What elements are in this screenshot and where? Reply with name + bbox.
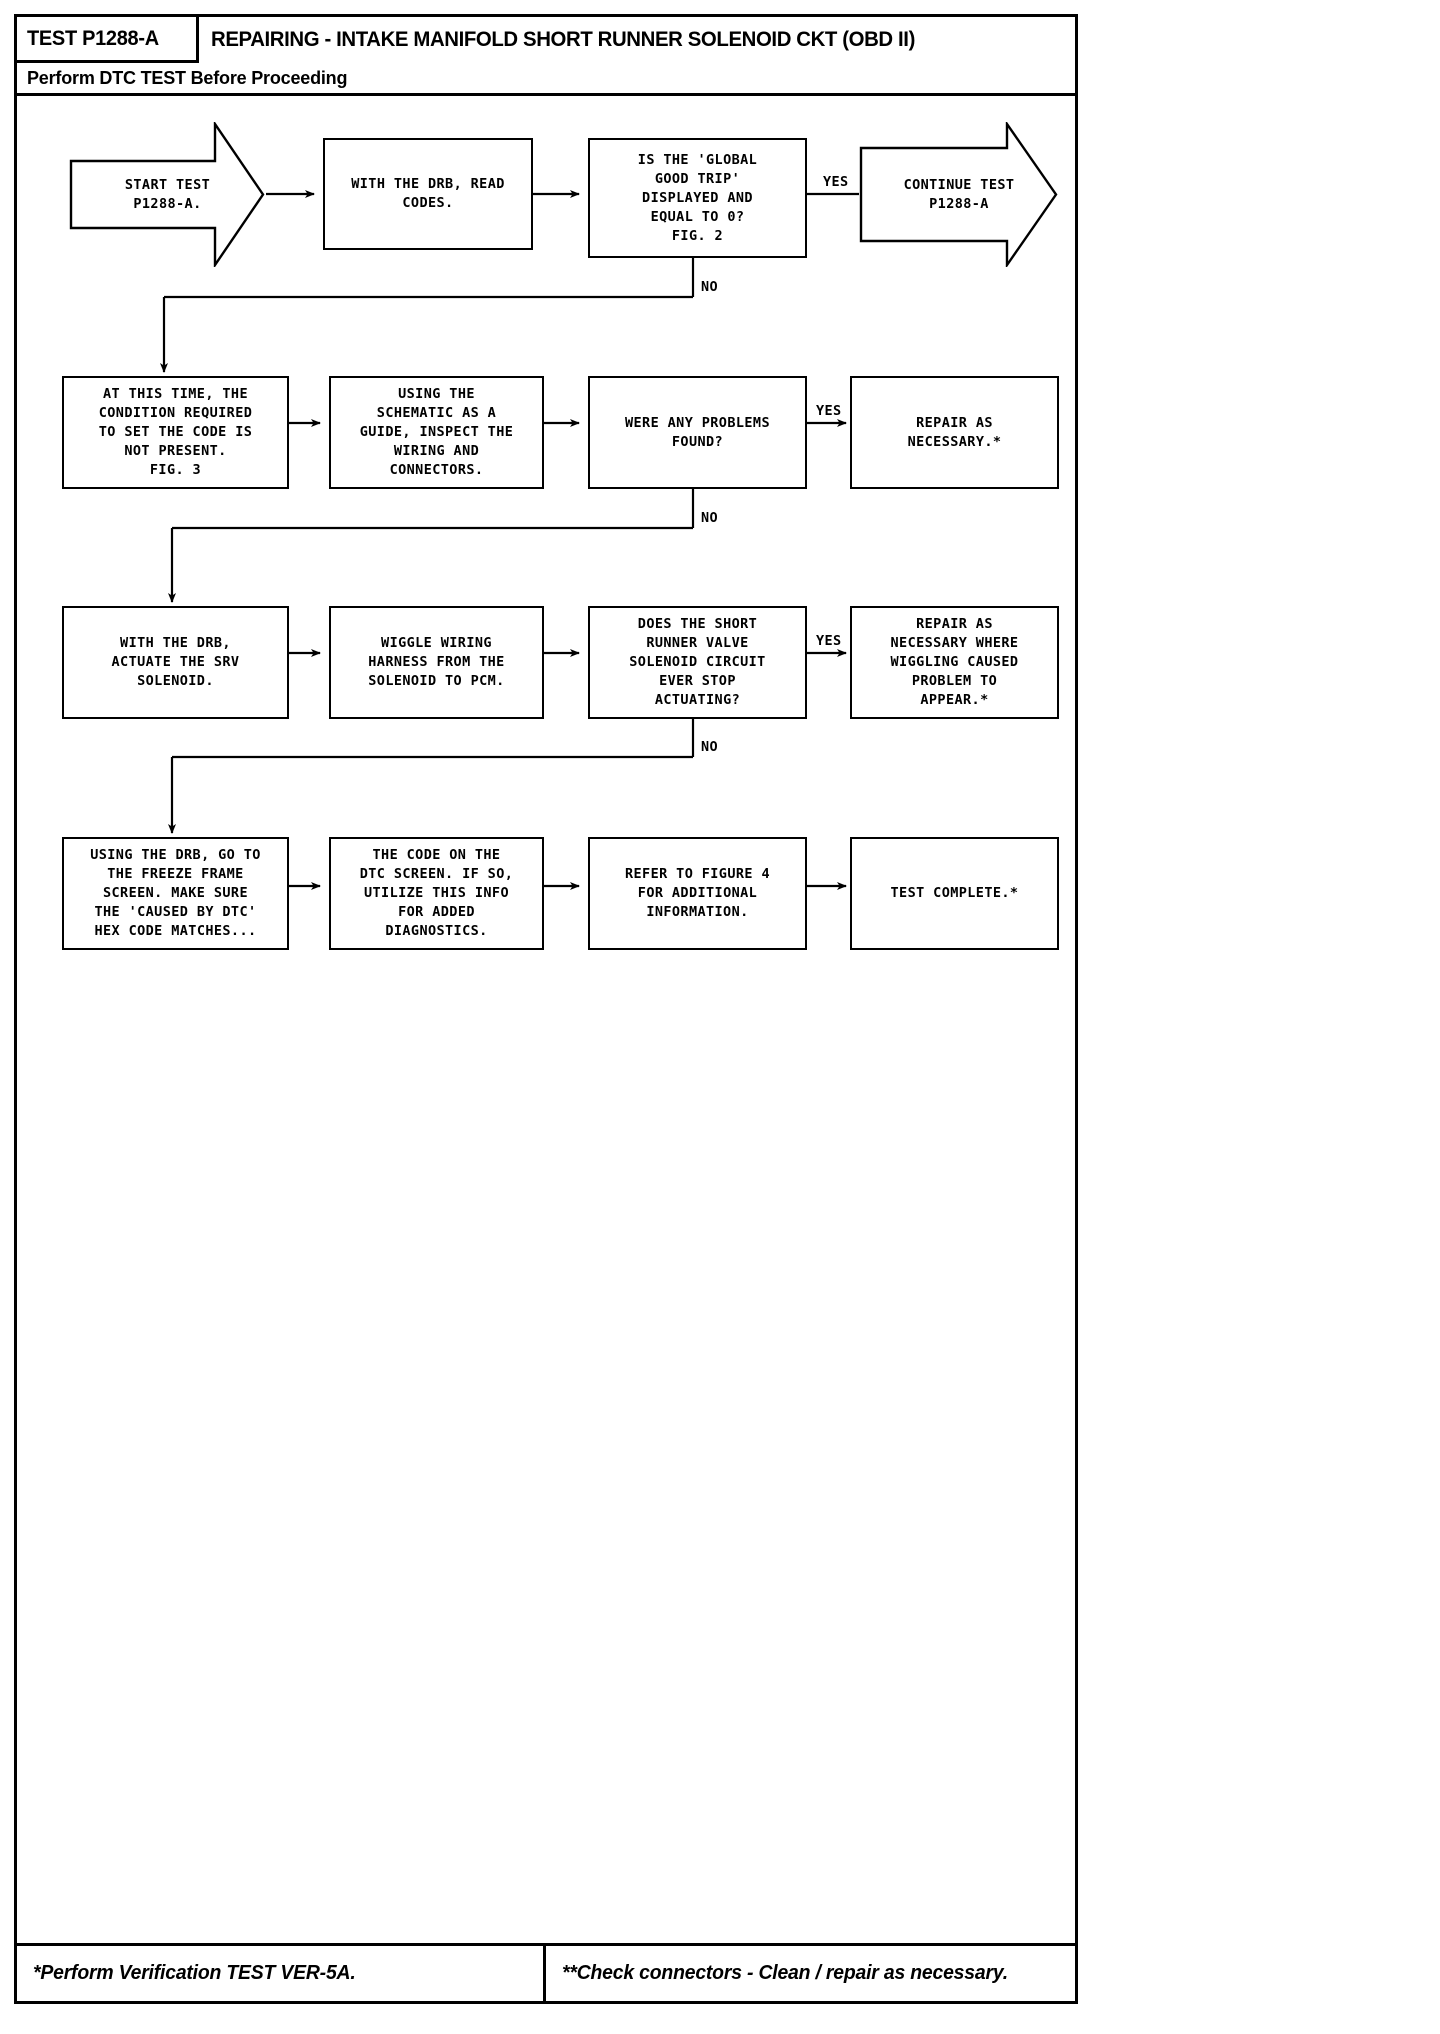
flow-node-inspect-wiring[interactable]: USING THE SCHEMATIC AS A GUIDE, INSPECT … bbox=[329, 376, 544, 489]
flow-node-stop-actuating[interactable]: DOES THE SHORT RUNNER VALVE SOLENOID CIR… bbox=[588, 606, 807, 719]
subheader-text: Perform DTC TEST Before Proceeding bbox=[27, 67, 348, 88]
flow-node-repair-wiggle[interactable]: REPAIR AS NECESSARY WHERE WIGGLING CAUSE… bbox=[850, 606, 1059, 719]
flow-node-repair-wiggle-text: REPAIR AS NECESSARY WHERE WIGGLING CAUSE… bbox=[890, 616, 1019, 708]
edge-label-no-2: NO bbox=[701, 510, 719, 526]
flow-node-read-codes[interactable]: WITH THE DRB, READ CODES. bbox=[323, 138, 533, 250]
footer-note-verification: *Perform Verification TEST VER-5A. bbox=[33, 1962, 356, 1984]
edge-label-yes-3: YES bbox=[816, 633, 842, 649]
footer-right-cell: **Check connectors - Clean / repair as n… bbox=[546, 1946, 1075, 2001]
flow-node-problems-found[interactable]: WERE ANY PROBLEMS FOUND? bbox=[588, 376, 807, 489]
flow-node-read-codes-text: WITH THE DRB, READ CODES. bbox=[351, 176, 505, 211]
flow-node-freeze-frame[interactable]: USING THE DRB, GO TO THE FREEZE FRAME SC… bbox=[62, 837, 289, 950]
edge-label-yes-1: YES bbox=[823, 174, 849, 190]
flow-node-start[interactable]: START TEST P1288-A. bbox=[69, 122, 266, 267]
flow-node-actuate-srv[interactable]: WITH THE DRB, ACTUATE THE SRV SOLENOID. bbox=[62, 606, 289, 719]
test-id-box: TEST P1288-A bbox=[17, 17, 199, 63]
footer-left-cell: *Perform Verification TEST VER-5A. bbox=[17, 1946, 546, 2001]
flow-node-freeze-frame-text: USING THE DRB, GO TO THE FREEZE FRAME SC… bbox=[90, 847, 261, 939]
edge-label-no-1: NO bbox=[701, 279, 719, 295]
subheader: Perform DTC TEST Before Proceeding bbox=[17, 63, 1075, 96]
page-frame: TEST P1288-A REPAIRING - INTAKE MANIFOLD… bbox=[14, 14, 1078, 2004]
page-title: REPAIRING - INTAKE MANIFOLD SHORT RUNNER… bbox=[211, 28, 915, 51]
footer-note-connectors: **Check connectors - Clean / repair as n… bbox=[562, 1962, 1008, 1984]
test-id-label: TEST P1288-A bbox=[27, 26, 159, 50]
flow-node-global-good-trip[interactable]: IS THE 'GLOBAL GOOD TRIP' DISPLAYED AND … bbox=[588, 138, 807, 258]
arrow-shape bbox=[859, 122, 1058, 267]
edge-label-no-3: NO bbox=[701, 739, 719, 755]
flow-node-wiggle-harness[interactable]: WIGGLE WIRING HARNESS FROM THE SOLENOID … bbox=[329, 606, 544, 719]
arrow-shape bbox=[69, 122, 265, 267]
flowchart-canvas: START TEST P1288-A. WITH THE DRB, READ C… bbox=[17, 96, 1075, 1937]
header-title-wrap: REPAIRING - INTAKE MANIFOLD SHORT RUNNER… bbox=[199, 17, 1075, 63]
flow-node-continue-test-text: CONTINUE TEST P1288-A bbox=[903, 176, 1015, 212]
header: TEST P1288-A REPAIRING - INTAKE MANIFOLD… bbox=[17, 17, 1075, 63]
flow-node-actuate-srv-text: WITH THE DRB, ACTUATE THE SRV SOLENOID. bbox=[111, 635, 240, 689]
flow-node-dtc-screen-text: THE CODE ON THE DTC SCREEN. IF SO, UTILI… bbox=[359, 847, 514, 939]
flow-node-wiggle-harness-text: WIGGLE WIRING HARNESS FROM THE SOLENOID … bbox=[368, 635, 505, 689]
flow-connectors bbox=[160, 190, 859, 890]
flow-node-refer-figure-4-text: REFER TO FIGURE 4 FOR ADDITIONAL INFORMA… bbox=[625, 866, 770, 920]
flow-node-test-complete-text: TEST COMPLETE.* bbox=[890, 885, 1019, 901]
edge-label-yes-2: YES bbox=[816, 403, 842, 419]
footer: *Perform Verification TEST VER-5A. **Che… bbox=[17, 1943, 1075, 2001]
flow-node-continue-test[interactable]: CONTINUE TEST P1288-A bbox=[859, 122, 1059, 267]
flow-node-refer-figure-4[interactable]: REFER TO FIGURE 4 FOR ADDITIONAL INFORMA… bbox=[588, 837, 807, 950]
flow-node-global-good-trip-text: IS THE 'GLOBAL GOOD TRIP' DISPLAYED AND … bbox=[637, 151, 758, 244]
flow-node-condition-not-present-text: AT THIS TIME, THE CONDITION REQUIRED TO … bbox=[98, 386, 253, 478]
flow-node-condition-not-present[interactable]: AT THIS TIME, THE CONDITION REQUIRED TO … bbox=[62, 376, 289, 489]
flow-node-inspect-wiring-text: USING THE SCHEMATIC AS A GUIDE, INSPECT … bbox=[359, 386, 514, 478]
flow-node-dtc-screen[interactable]: THE CODE ON THE DTC SCREEN. IF SO, UTILI… bbox=[329, 837, 544, 950]
flow-node-start-text: START TEST P1288-A. bbox=[124, 176, 211, 212]
flow-node-stop-actuating-text: DOES THE SHORT RUNNER VALVE SOLENOID CIR… bbox=[629, 616, 766, 708]
flow-node-repair-as-necessary-text: REPAIR AS NECESSARY.* bbox=[907, 414, 1002, 450]
flow-node-test-complete[interactable]: TEST COMPLETE.* bbox=[850, 837, 1059, 950]
flow-node-problems-found-text: WERE ANY PROBLEMS FOUND? bbox=[625, 414, 770, 450]
flow-node-repair-as-necessary[interactable]: REPAIR AS NECESSARY.* bbox=[850, 376, 1059, 489]
